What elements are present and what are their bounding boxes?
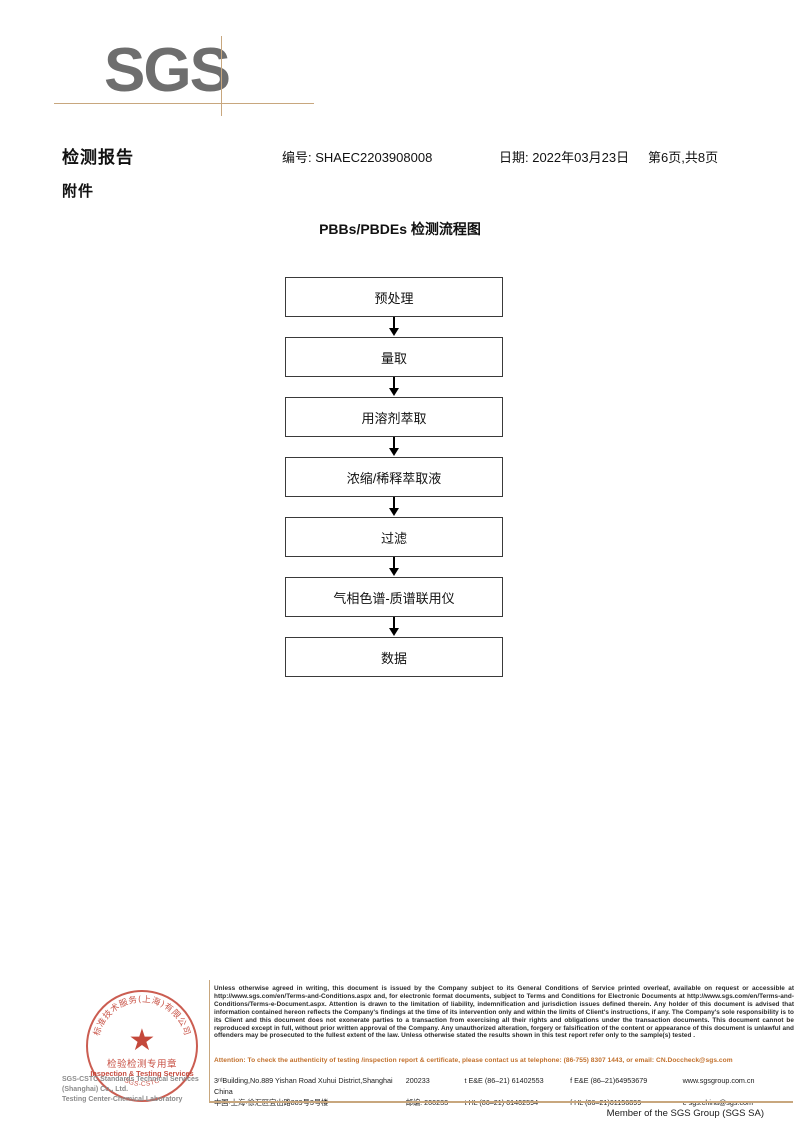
page-title: 检测报告 bbox=[62, 148, 134, 167]
footer-horizontal-rule bbox=[209, 1101, 793, 1103]
seal-ring bbox=[86, 990, 198, 1102]
arrow-shaft bbox=[393, 617, 395, 631]
seal-english-text: Inspection & Testing Services bbox=[90, 1069, 194, 1078]
flow-step-2: 量取 bbox=[285, 337, 503, 377]
footer-vertical-rule bbox=[209, 980, 210, 1102]
website: www.sgsgroup.com.cn bbox=[682, 1076, 755, 1085]
telephone-hl: t HL (86–21) 61402594 bbox=[464, 1098, 539, 1107]
flowchart: 预处理 量取 用溶剂萃取 浓缩/稀释萃取液 过滤 气相色谱-质谱联用仪 数据 bbox=[285, 277, 503, 677]
flow-box-label: 气相色谱-质谱联用仪 bbox=[285, 577, 503, 617]
sgs-group-member-line: Member of the SGS Group (SGS SA) bbox=[606, 1108, 764, 1119]
fax-hl: f HL (86–21)61156899 bbox=[570, 1098, 642, 1107]
flow-step-6: 气相色谱-质谱联用仪 bbox=[285, 577, 503, 617]
flow-box-label: 过滤 bbox=[285, 517, 503, 557]
page-footer: Unless otherwise agreed in writing, this… bbox=[0, 980, 800, 1131]
sgs-logo: SGS bbox=[54, 36, 314, 118]
telephone-ee: t E&E (86–21) 61402553 bbox=[464, 1076, 544, 1085]
laboratory-name-line1: SGS-CSTC Standards Technical Services (S… bbox=[62, 1076, 199, 1093]
logo-horizontal-rule bbox=[54, 103, 314, 104]
arrow-shaft bbox=[393, 377, 395, 391]
arrow-shaft bbox=[393, 557, 395, 571]
address-chinese: 中国·上海·徐汇区宜山路889号3号楼 bbox=[214, 1098, 329, 1107]
report-date: 日期: 2022年03月23日 bbox=[499, 150, 630, 165]
contact-row-cn: 中国·上海·徐汇区宜山路889号3号楼 邮编: 200233 t HL (86–… bbox=[214, 1097, 800, 1108]
flow-arrow-2 bbox=[285, 377, 503, 397]
seal-chinese-text: 检验检测专用章 bbox=[106, 1059, 177, 1070]
flow-step-7: 数据 bbox=[285, 637, 503, 677]
arrow-head-icon bbox=[389, 448, 399, 456]
logo-wordmark: SGS bbox=[104, 36, 231, 105]
footer-disclaimer: Unless otherwise agreed in writing, this… bbox=[214, 985, 794, 1040]
flow-box-label: 数据 bbox=[285, 637, 503, 677]
seal-arc-text: 标准技术服务(上海)有限公司 SGS-CSTC bbox=[90, 993, 192, 1088]
laboratory-name-line2: Testing Center-Chemical Laboratory bbox=[62, 1096, 183, 1103]
flow-arrow-5 bbox=[285, 557, 503, 577]
flow-arrow-4 bbox=[285, 497, 503, 517]
address-english: 3ʳᵈBuilding,No.889 Yishan Road Xuhui Dis… bbox=[214, 1076, 393, 1096]
flow-box-label: 用溶剂萃取 bbox=[285, 397, 503, 437]
flow-step-3: 用溶剂萃取 bbox=[285, 397, 503, 437]
flow-step-5: 过滤 bbox=[285, 517, 503, 557]
flow-step-4: 浓缩/稀释萃取液 bbox=[285, 457, 503, 497]
flow-step-1: 预处理 bbox=[285, 277, 503, 317]
arrow-shaft bbox=[393, 317, 395, 331]
fax-ee: f E&E (86–21)64953679 bbox=[570, 1076, 648, 1085]
footer-contact-table: 3ʳᵈBuilding,No.889 Yishan Road Xuhui Dis… bbox=[214, 1075, 800, 1108]
flow-arrow-1 bbox=[285, 317, 503, 337]
flow-box-label: 预处理 bbox=[285, 277, 503, 317]
laboratory-name: SGS-CSTC Standards Technical Services (S… bbox=[62, 1075, 212, 1105]
flow-box-label: 浓缩/稀释萃取液 bbox=[285, 457, 503, 497]
arrow-head-icon bbox=[389, 628, 399, 636]
arrow-head-icon bbox=[389, 328, 399, 336]
footer-attention-notice: Attention: To check the authenticity of … bbox=[214, 1057, 733, 1064]
flow-arrow-6 bbox=[285, 617, 503, 637]
flow-box-label: 量取 bbox=[285, 337, 503, 377]
logo-vertical-rule bbox=[221, 36, 222, 116]
postcode-english: 200233 bbox=[405, 1076, 430, 1085]
arrow-head-icon bbox=[389, 508, 399, 516]
star-icon: ★ bbox=[128, 1024, 156, 1057]
report-number: 编号: SHAEC2203908008 bbox=[282, 150, 433, 165]
postcode-chinese: 邮编: 200233 bbox=[405, 1098, 449, 1107]
arrow-head-icon bbox=[389, 568, 399, 576]
contact-row-en: 3ʳᵈBuilding,No.889 Yishan Road Xuhui Dis… bbox=[214, 1075, 800, 1097]
arrow-shaft bbox=[393, 437, 395, 451]
svg-text:SGS-CSTC: SGS-CSTC bbox=[123, 1077, 161, 1088]
arrow-head-icon bbox=[389, 388, 399, 396]
flow-arrow-3 bbox=[285, 437, 503, 457]
flowchart-title: PBBs/PBDEs 检测流程图 bbox=[319, 221, 481, 237]
attachment-label: 附件 bbox=[62, 183, 95, 200]
page-indicator: 第6页,共8页 bbox=[648, 150, 719, 165]
arrow-shaft bbox=[393, 497, 395, 511]
email-address: e sgs.china@sgs.com bbox=[682, 1098, 754, 1107]
company-seal-stamp: 标准技术服务(上海)有限公司 SGS-CSTC ★ 检验检测专用章 Inspec… bbox=[86, 990, 198, 1102]
